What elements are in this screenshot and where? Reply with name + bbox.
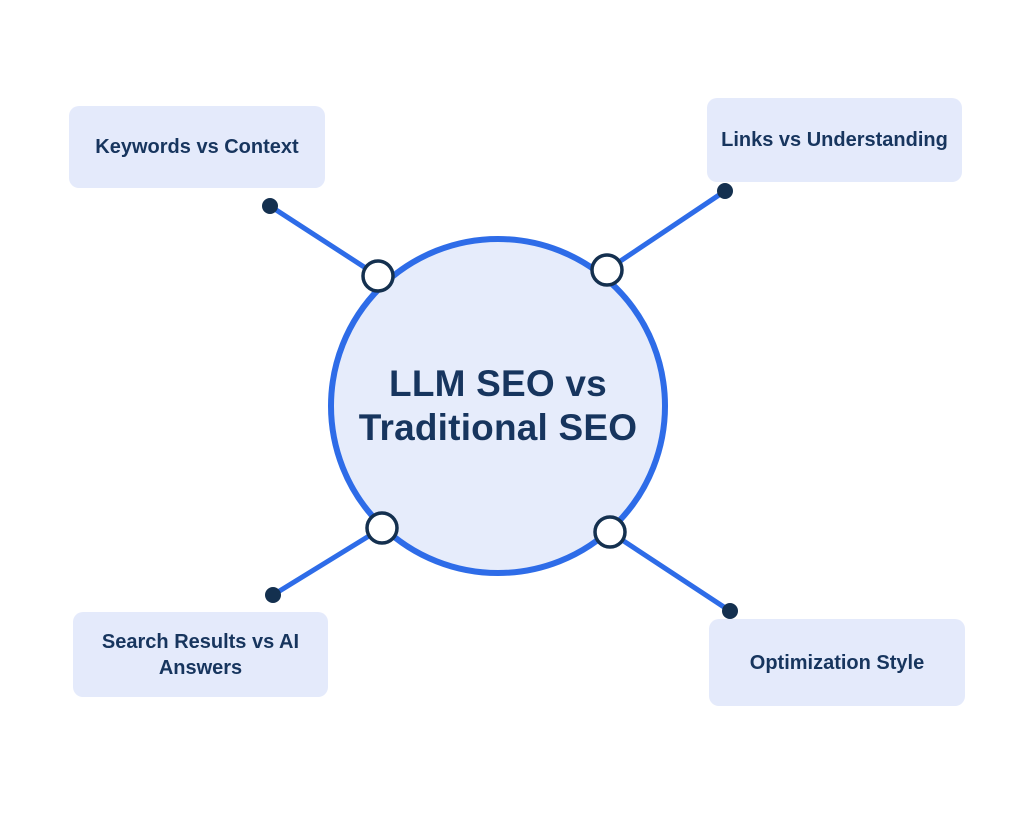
- node-label: Keywords vs Context: [95, 136, 299, 158]
- anchor-ring-bottom-left: [365, 511, 399, 545]
- connector-line-bottom-left: [270, 525, 385, 598]
- endpoint-dot-top-right: [717, 183, 733, 199]
- node-label: Search Results vs AI Answers: [101, 630, 300, 679]
- node-label: Optimization Style: [749, 651, 925, 674]
- central-title-line-2: Traditional SEO: [358, 407, 638, 448]
- anchor-ring-bottom-right: [593, 515, 627, 549]
- central-title-line-1: LLM SEO vs: [389, 362, 607, 404]
- connector-line-bottom-right: [607, 529, 733, 614]
- connector-line-top-right: [604, 188, 728, 273]
- node-box-search-results-vs-ai-answers: Search Results vs AI Answers: [73, 612, 328, 697]
- central-title: LLM SEO vs Traditional SEO: [331, 241, 665, 571]
- central-circle: [328, 236, 668, 576]
- connector-line-top-left: [267, 203, 381, 279]
- anchor-ring-top-left: [361, 259, 395, 293]
- endpoint-dot-top-left: [262, 198, 278, 214]
- node-box-keywords-vs-context: Keywords vs Context: [69, 106, 325, 188]
- node-label: Links vs Understanding: [721, 129, 948, 151]
- endpoint-dot-bottom-left: [265, 587, 281, 603]
- endpoint-dot-bottom-right: [722, 603, 738, 619]
- anchor-ring-top-right: [590, 253, 624, 287]
- node-box-optimization-style: Optimization Style: [709, 619, 965, 706]
- node-box-links-vs-understanding: Links vs Understanding: [707, 98, 962, 182]
